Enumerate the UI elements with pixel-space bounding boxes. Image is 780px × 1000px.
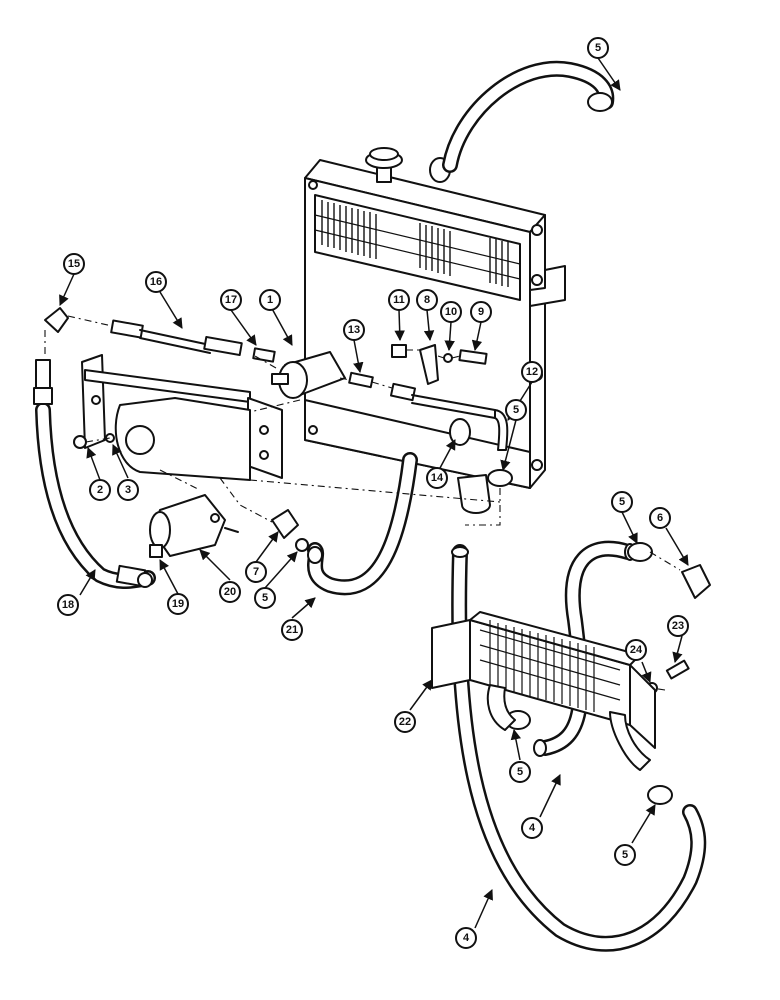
pump-1 [271,351,346,399]
callout-5-d: 5 [611,491,633,513]
callout-10: 10 [440,301,462,323]
svg-text:24: 24 [630,644,643,656]
callout-4-upper: 4 [521,817,543,839]
callout-8: 8 [416,289,438,311]
radiator-core-hatching [314,200,521,287]
callout-5-c: 5 [254,587,276,609]
radiator [304,147,566,514]
svg-text:18: 18 [62,599,74,611]
callout-22: 22 [394,711,416,733]
callout-5-a: 5 [587,37,609,59]
callout-7: 7 [245,561,267,583]
svg-text:10: 10 [445,306,457,318]
svg-text:5: 5 [513,404,519,416]
callout-15: 15 [63,253,85,275]
svg-text:9: 9 [478,306,484,318]
callout-12: 12 [521,361,543,383]
svg-text:5: 5 [517,766,523,778]
svg-text:22: 22 [399,716,411,728]
motor-20 [149,494,239,557]
svg-text:3: 3 [125,484,131,496]
upper-radiator-hose [442,60,615,173]
svg-text:7: 7 [253,566,259,578]
callout-6: 6 [649,507,671,529]
svg-text:11: 11 [393,294,405,306]
callout-5-f: 5 [614,844,636,866]
hydraulic-hose-18 [33,359,156,589]
svg-text:5: 5 [595,42,601,54]
radiator-filler-cap [365,147,403,183]
callout-11: 11 [388,289,410,311]
callout-19: 19 [167,593,189,615]
svg-text:19: 19 [172,598,184,610]
callout-9: 9 [470,301,492,323]
svg-text:21: 21 [286,624,298,636]
callout-18: 18 [57,594,79,616]
svg-text:1: 1 [267,294,273,306]
svg-text:8: 8 [424,294,430,306]
cooler-fins [479,620,621,712]
svg-text:17: 17 [225,294,237,306]
callout-21: 21 [281,619,303,641]
svg-text:16: 16 [150,276,162,288]
callout-2: 2 [89,479,111,501]
callout-4-lower: 4 [455,927,477,949]
callout-5-b: 5 [505,399,527,421]
callout-16: 16 [145,271,167,293]
svg-text:23: 23 [672,620,684,632]
svg-text:4: 4 [463,932,470,944]
lower-hose-4 [451,544,707,952]
svg-text:6: 6 [657,512,663,524]
return-hose-21 [307,452,418,596]
pump-bracket [81,354,283,481]
cooler-hose-4 [533,540,636,757]
svg-text:4: 4 [529,822,536,834]
callout-1: 1 [259,289,281,311]
callout-17: 17 [220,289,242,311]
svg-text:14: 14 [431,472,444,484]
svg-text:5: 5 [619,496,625,508]
svg-text:5: 5 [622,849,628,861]
callout-14: 14 [426,467,448,489]
callout-20: 20 [219,581,241,603]
callout-5-e: 5 [509,761,531,783]
svg-text:13: 13 [348,324,360,336]
assembly-lines [44,315,681,691]
callout-13: 13 [343,319,365,341]
svg-text:20: 20 [224,586,236,598]
svg-text:15: 15 [68,258,80,270]
oil-cooler-22 [431,611,656,771]
svg-text:5: 5 [262,592,268,604]
svg-text:12: 12 [526,366,538,378]
callouts: 1 2 3 4 4 5 5 5 5 5 5 6 7 8 9 10 11 12 1… [57,37,689,949]
callout-24: 24 [625,639,647,661]
callout-23: 23 [667,615,689,637]
callout-3: 3 [117,479,139,501]
svg-text:2: 2 [97,484,103,496]
fittings [44,92,711,805]
